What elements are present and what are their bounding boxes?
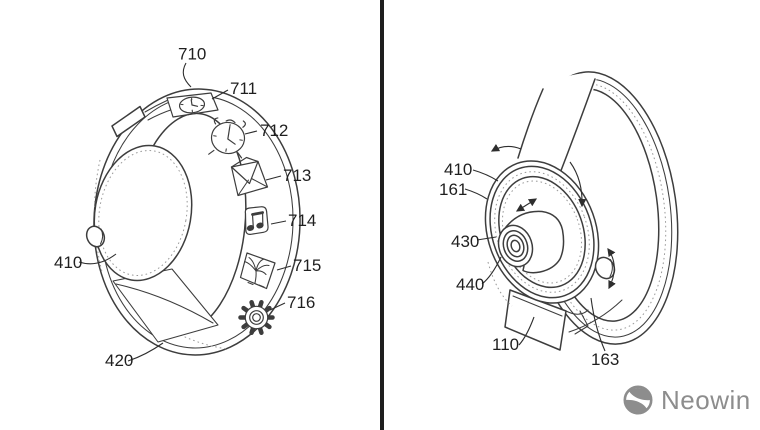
figure-smartwatch-band-icons: 710 711 712 713 714 715 716 410 420 [54, 45, 321, 371]
gear-icon [238, 300, 275, 335]
neowin-logo-icon [623, 385, 653, 415]
mail-icon [230, 156, 269, 197]
rotate-arrow-top-left [490, 143, 522, 152]
rotation-arrows [490, 143, 616, 290]
label-714: 714 [288, 211, 316, 230]
clock-icon [166, 92, 219, 118]
leader-lines-right [464, 169, 606, 352]
alarm-clock-icon [208, 117, 246, 159]
leader-lines-left [78, 62, 292, 362]
neowin-brand-text: Neowin [661, 385, 751, 415]
reference-labels-left: 710 711 712 713 714 715 716 410 420 [54, 45, 321, 371]
label-710: 710 [178, 45, 206, 64]
photo-icon [239, 252, 276, 290]
label-711: 711 [230, 79, 257, 98]
crown [85, 225, 106, 248]
figure-smartwatch-bezel-camera: 410 161 430 440 110 163 Neowin [439, 71, 751, 415]
label-110: 110 [492, 335, 519, 354]
label-430: 430 [451, 232, 479, 251]
camera-aperture [510, 239, 521, 253]
neowin-watermark: Neowin [623, 385, 751, 415]
camera-barrel [497, 210, 565, 274]
rotate-arrow-crown [607, 247, 616, 290]
slide-arrow-camera [515, 198, 538, 212]
reference-labels-right: 410 161 430 440 110 163 [439, 160, 619, 369]
label-715: 715 [293, 256, 321, 275]
label-713: 713 [283, 166, 311, 185]
label-410-left: 410 [54, 253, 82, 272]
label-163: 163 [591, 350, 619, 369]
hidden-edge-dots [487, 261, 513, 307]
label-161: 161 [439, 180, 467, 199]
label-440: 440 [456, 275, 484, 294]
label-420: 420 [105, 351, 133, 370]
figure-divider [380, 0, 384, 430]
label-712: 712 [260, 121, 288, 140]
strap-bottom-segment [504, 289, 623, 351]
camera-lens-ring [502, 230, 529, 262]
band-end-cap [111, 99, 173, 138]
rotate-arrow-bezel-right [569, 161, 587, 208]
music-note-icon [244, 206, 269, 235]
watch-face [93, 144, 193, 282]
label-410-right: 410 [444, 160, 472, 179]
label-716: 716 [287, 293, 315, 312]
